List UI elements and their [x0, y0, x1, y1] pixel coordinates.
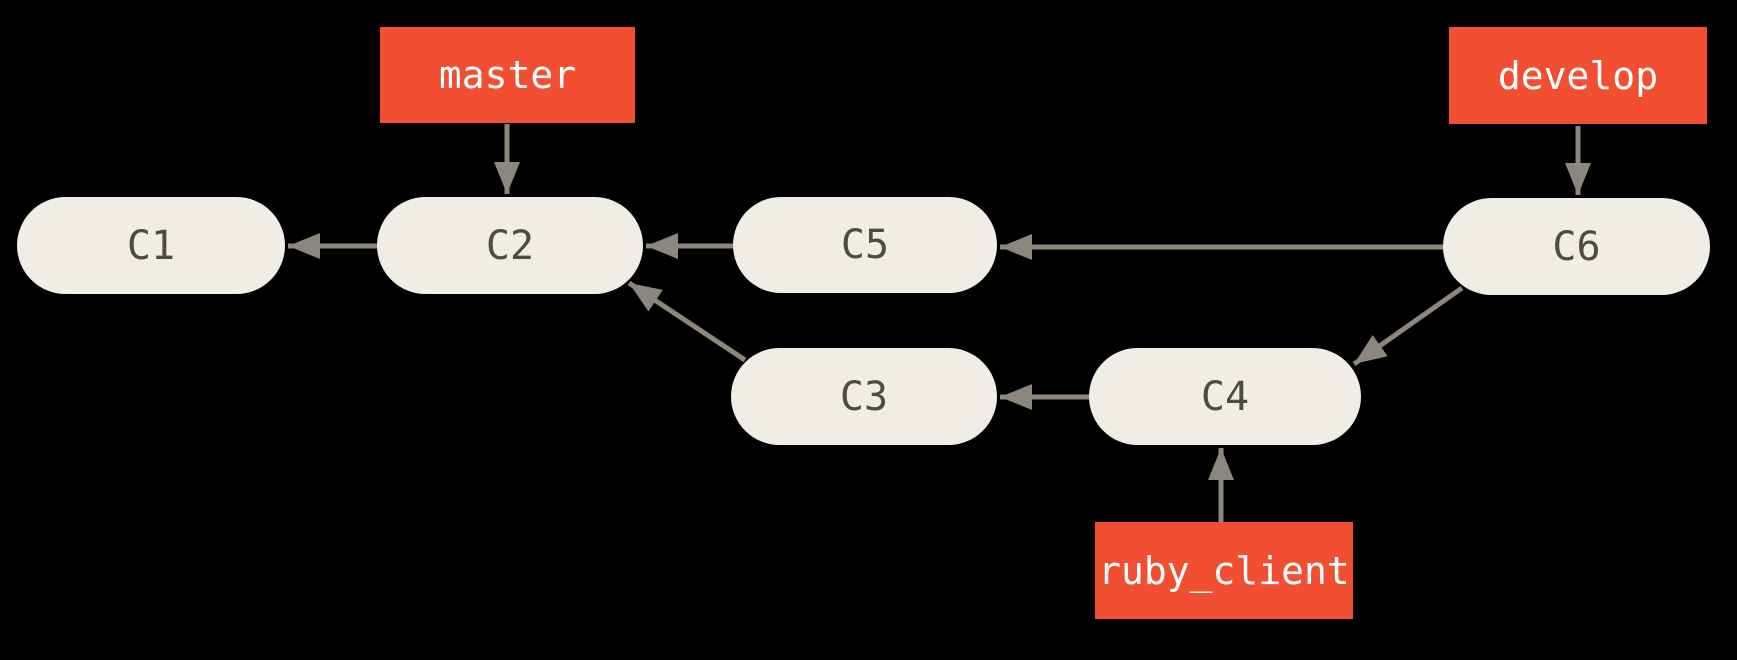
- branch-label-develop-text: develop: [1497, 53, 1659, 98]
- commit-label-c2: C2: [485, 222, 535, 269]
- commit-label-c5: C5: [840, 222, 890, 268]
- commit-node-c6: C6: [1443, 198, 1710, 295]
- branch-label-ruby-client: ruby_client: [1095, 522, 1353, 619]
- arrow-c6-to-c4: [1352, 285, 1464, 367]
- commit-node-c4: C4: [1089, 348, 1361, 445]
- commit-node-c2: C2: [377, 197, 643, 294]
- commit-label-c6: C6: [1552, 223, 1601, 270]
- branch-label-ruby-client-text: ruby_client: [1098, 548, 1350, 593]
- commit-node-c1: C1: [17, 197, 285, 294]
- commit-label-c4: C4: [1200, 373, 1250, 420]
- branch-label-develop: develop: [1449, 27, 1707, 124]
- branch-label-master: master: [380, 27, 635, 123]
- commit-node-c5: C5: [733, 197, 997, 293]
- commit-node-c3: C3: [731, 348, 997, 445]
- commit-label-c1: C1: [126, 222, 176, 269]
- commit-label-c3: C3: [839, 373, 889, 420]
- branch-label-master-text: master: [438, 53, 577, 97]
- arrow-c3-to-c2: [627, 280, 747, 363]
